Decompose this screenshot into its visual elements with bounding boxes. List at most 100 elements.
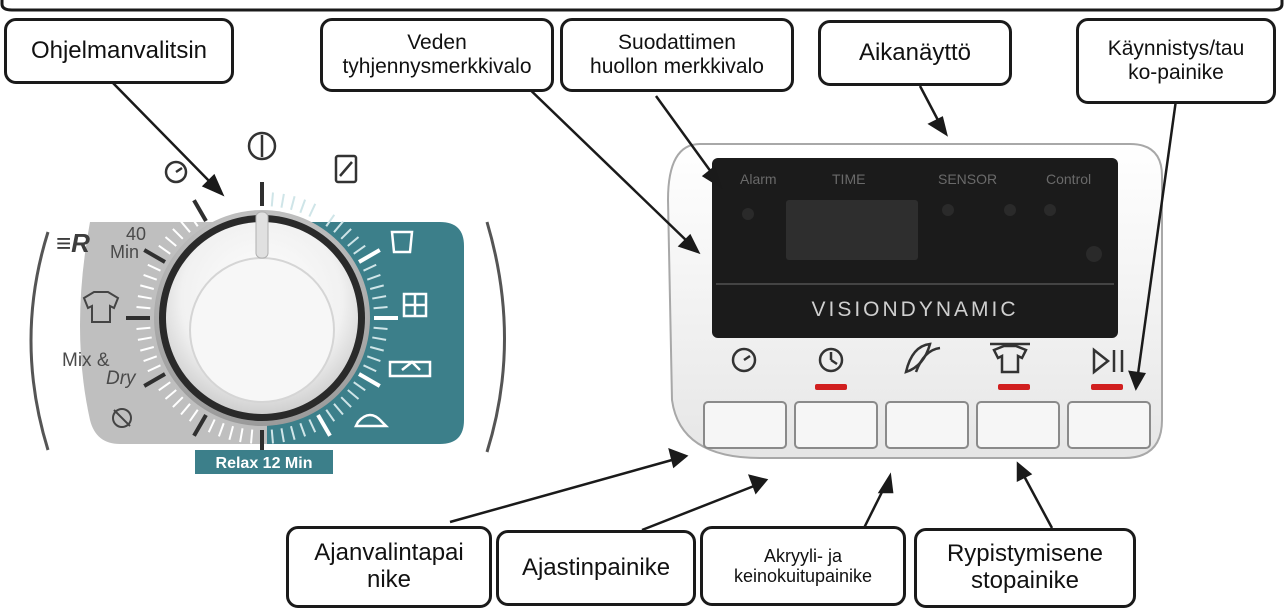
dial-label-min: Min	[110, 242, 139, 262]
panel-buttons	[703, 401, 1151, 449]
dial-tick	[369, 284, 384, 290]
dial-tick	[372, 336, 387, 341]
relax-label: Relax 12 Min	[216, 455, 313, 472]
dial-tick	[180, 403, 191, 416]
dial-tick	[250, 429, 254, 444]
control-panel	[666, 143, 1163, 459]
delay-timer-icon	[818, 347, 844, 373]
dial-tick	[280, 428, 285, 443]
callout-aikanaytto-text: Aikanäyttö	[858, 38, 972, 66]
dial-tick	[164, 236, 177, 247]
dial-tick	[290, 196, 296, 211]
dial-tick	[172, 396, 184, 408]
dial-tick	[333, 403, 344, 416]
shirt-icon	[82, 291, 120, 323]
dial-tick	[363, 263, 377, 272]
dial-tick	[158, 381, 171, 392]
dial-tick	[372, 295, 387, 300]
dial-tick	[340, 396, 352, 408]
ajanvalinta-button[interactable]	[703, 401, 787, 449]
dial-tick	[147, 364, 161, 373]
callout-akryyli-text: Akryyli- ja keinokuitupainike	[733, 545, 873, 586]
dial-tick	[217, 422, 225, 437]
dial-tick	[325, 214, 336, 227]
dial-tick	[228, 196, 234, 211]
callout-suodattimen: Suodattimen huollon merkkivalo	[560, 18, 794, 92]
akryyli-button[interactable]	[885, 401, 969, 449]
dial-tick	[308, 419, 317, 433]
dial-tick	[158, 244, 171, 255]
dial-tick	[316, 199, 332, 223]
dial-tick	[366, 273, 381, 281]
dial-tick	[280, 193, 285, 208]
clock-icon	[731, 347, 757, 373]
dial-tick	[353, 381, 366, 392]
shirt-iron-icon	[990, 342, 1030, 374]
callout-ohjelmanvalitsin: Ohjelmanvalitsin	[4, 18, 234, 84]
dial-tick	[137, 295, 152, 300]
dial-tick	[143, 273, 158, 281]
callout-ajanvalinta: Ajanvalintapai nike	[286, 526, 492, 608]
drain-indicator	[815, 384, 847, 390]
dial-tick	[325, 409, 336, 422]
dial-tick	[143, 248, 167, 264]
drying-icon	[334, 154, 358, 184]
callout-ajanvalinta-text: Ajanvalintapai nike	[314, 539, 464, 593]
right-arc	[485, 221, 506, 453]
dial-tick	[207, 419, 216, 433]
dial-tick	[316, 413, 332, 437]
dial-tick	[239, 193, 244, 208]
teal-program-icons	[353, 230, 432, 428]
ajastin-button[interactable]	[794, 401, 878, 449]
dial-tick	[333, 220, 344, 233]
dial-tick	[192, 199, 208, 223]
panel-time: TIME	[832, 171, 865, 187]
dial-ticks	[126, 182, 398, 454]
dial-label-dry: Dry	[106, 368, 137, 389]
callout-ohjelmanvalitsin-text: Ohjelmanvalitsin	[30, 36, 208, 64]
refresh-icon: ≡R	[56, 228, 90, 258]
dial-tick	[340, 228, 352, 240]
dial-tick	[137, 336, 152, 341]
callout-veden: Veden tyhjennysmerkkivalo	[320, 18, 554, 92]
dial-tick	[188, 409, 199, 422]
dial-tick	[366, 355, 381, 363]
power-icon	[247, 131, 277, 161]
callout-suodattimen-text: Suodattimen huollon merkkivalo	[590, 31, 764, 78]
callout-rypistyminen-text: Rypistymisene stopainike	[946, 540, 1104, 594]
rypistyminen-button[interactable]	[976, 401, 1060, 449]
dial-tick	[192, 413, 208, 437]
start-indicator	[1091, 384, 1123, 390]
callout-kaynnistys-text: Käynnistys/tau ko-painike	[1107, 37, 1245, 84]
callout-rypistyminen: Rypistymisene stopainike	[914, 528, 1136, 608]
dial-tick	[136, 326, 151, 330]
dial-tick	[363, 364, 377, 373]
dial-tick	[143, 355, 158, 363]
feather-icon	[904, 342, 941, 374]
kaynnistys-button[interactable]	[1067, 401, 1151, 449]
callout-ajastin: Ajastinpainike	[496, 530, 696, 606]
dial-tick	[136, 306, 151, 310]
dial-tick	[270, 192, 274, 207]
knob-center	[189, 257, 335, 403]
dial-tick	[357, 372, 381, 388]
relax-badge	[195, 450, 333, 474]
callout-aikanaytto: Aikanäyttö	[818, 20, 1012, 86]
dial-tick	[228, 425, 234, 440]
dial-tick	[188, 214, 199, 227]
callout-arrows	[111, 79, 1178, 532]
dial-tick	[147, 263, 161, 272]
timer-icon	[164, 160, 188, 184]
play-pause-icon	[1092, 347, 1124, 375]
dial-tick	[373, 306, 388, 310]
dial-tick	[143, 372, 167, 388]
wool-icon	[112, 408, 132, 428]
dial-tick	[357, 248, 381, 264]
dial-tick	[373, 326, 388, 330]
callout-ajastin-text: Ajastinpainike	[521, 553, 671, 581]
dial-tick	[347, 236, 360, 247]
dial-tick	[353, 244, 366, 255]
panel-alarm: Alarm	[740, 171, 777, 187]
